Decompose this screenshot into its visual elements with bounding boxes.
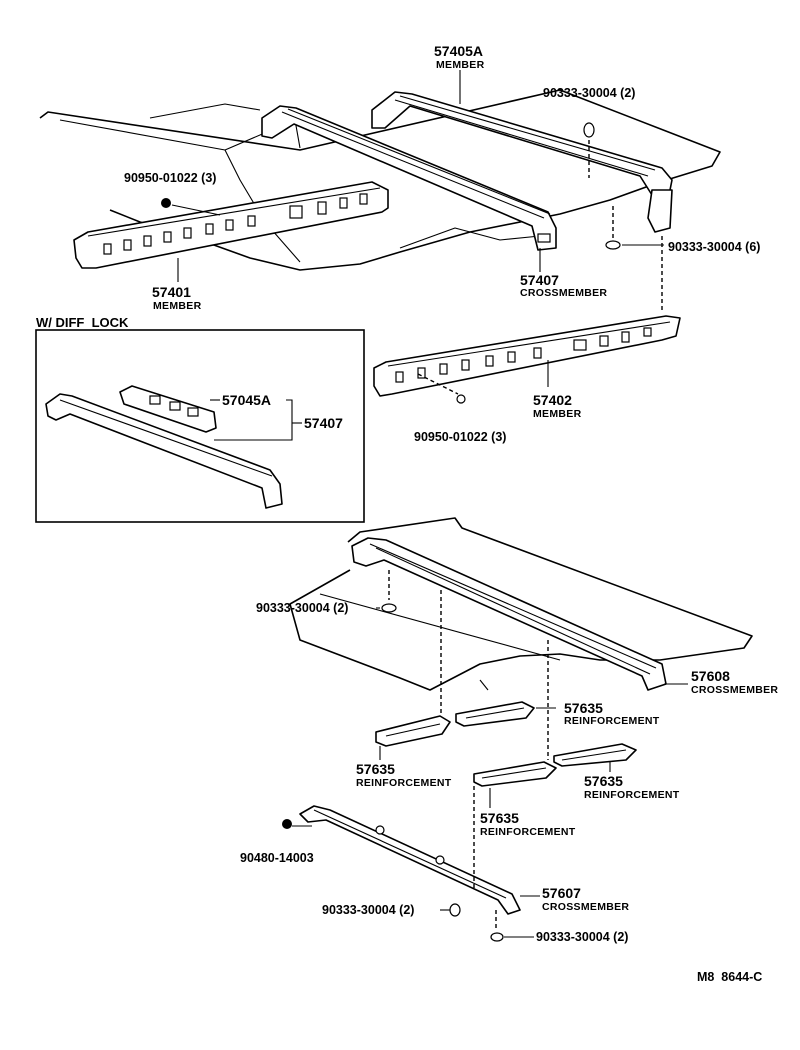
- diff-lock-title: W/ DIFF LOCK: [36, 315, 129, 330]
- label-57635-b-name: REINFORCEMENT: [356, 777, 452, 789]
- label-57635-c-number: 57635: [584, 773, 623, 789]
- label-57401-name: MEMBER: [153, 300, 202, 312]
- label-57608-name: CROSSMEMBER: [691, 684, 778, 696]
- fastener-90950-mid-icon: [456, 394, 466, 404]
- label-57635-d-number: 57635: [480, 810, 519, 826]
- fastener-90333-left-icon: [381, 603, 397, 613]
- floor-pan-lower: [289, 517, 753, 691]
- label-57405A-name: MEMBER: [436, 59, 485, 71]
- inset-crossmember-57407: [45, 393, 283, 509]
- label-57607-name: CROSSMEMBER: [542, 901, 629, 913]
- label-57405A-number: 57405A: [434, 43, 483, 59]
- part-57407-crossmember: [261, 105, 557, 251]
- label-90333-top: 90333-30004 (2): [543, 86, 635, 100]
- label-57635-a-name: REINFORCEMENT: [564, 715, 660, 727]
- reference-code: M8 8644-C: [697, 970, 762, 984]
- label-57407-name: CROSSMEMBER: [520, 287, 607, 299]
- label-90333-bottom-left: 90333-30004 (2): [322, 903, 414, 917]
- label-57401-number: 57401: [152, 284, 191, 300]
- label-57607-number: 57607: [542, 885, 581, 901]
- floor-pan-upper: [39, 89, 721, 271]
- diff-lock-inset-frame: [35, 329, 365, 523]
- label-90950-top: 90950-01022 (3): [124, 171, 216, 185]
- label-57407-number: 57407: [520, 272, 559, 288]
- fastener-90333-bottom-right-icon: [490, 932, 504, 942]
- label-57635-c-name: REINFORCEMENT: [584, 789, 680, 801]
- label-90950-mid: 90950-01022 (3): [414, 430, 506, 444]
- label-57407-inset: 57407: [304, 415, 343, 431]
- label-57635-b-number: 57635: [356, 761, 395, 777]
- fastener-90480-icon: [282, 819, 292, 829]
- fastener-90333-bottom-left-icon: [449, 903, 461, 917]
- part-57608-crossmember: [351, 537, 667, 691]
- part-57635-reinforcement-b: [455, 701, 535, 727]
- fastener-90333-top-icon: [583, 122, 595, 138]
- label-90333-left: 90333-30004 (2): [256, 601, 348, 615]
- label-57635-a-number: 57635: [564, 700, 603, 716]
- label-57635-d-name: REINFORCEMENT: [480, 826, 576, 838]
- part-57405A-member: [371, 91, 673, 233]
- part-57402-member: [373, 315, 681, 397]
- fastener-90950-top-icon: [161, 198, 171, 208]
- part-57635-reinforcement-d: [553, 743, 637, 767]
- label-57402-name: MEMBER: [533, 408, 582, 420]
- part-57607-crossmember: [299, 805, 521, 915]
- label-57045A: 57045A: [222, 392, 271, 408]
- label-90333-six: 90333-30004 (6): [668, 240, 760, 254]
- label-90333-bottom-right: 90333-30004 (2): [536, 930, 628, 944]
- part-57635-reinforcement-a: [375, 715, 451, 747]
- label-57402-number: 57402: [533, 392, 572, 408]
- label-90480: 90480-14003: [240, 851, 314, 865]
- part-57401-member: [73, 181, 389, 269]
- inset-bracket-57045A: [119, 385, 217, 433]
- fastener-90333-six-icon: [605, 240, 621, 250]
- part-57635-reinforcement-c: [473, 761, 557, 787]
- label-57608-number: 57608: [691, 668, 730, 684]
